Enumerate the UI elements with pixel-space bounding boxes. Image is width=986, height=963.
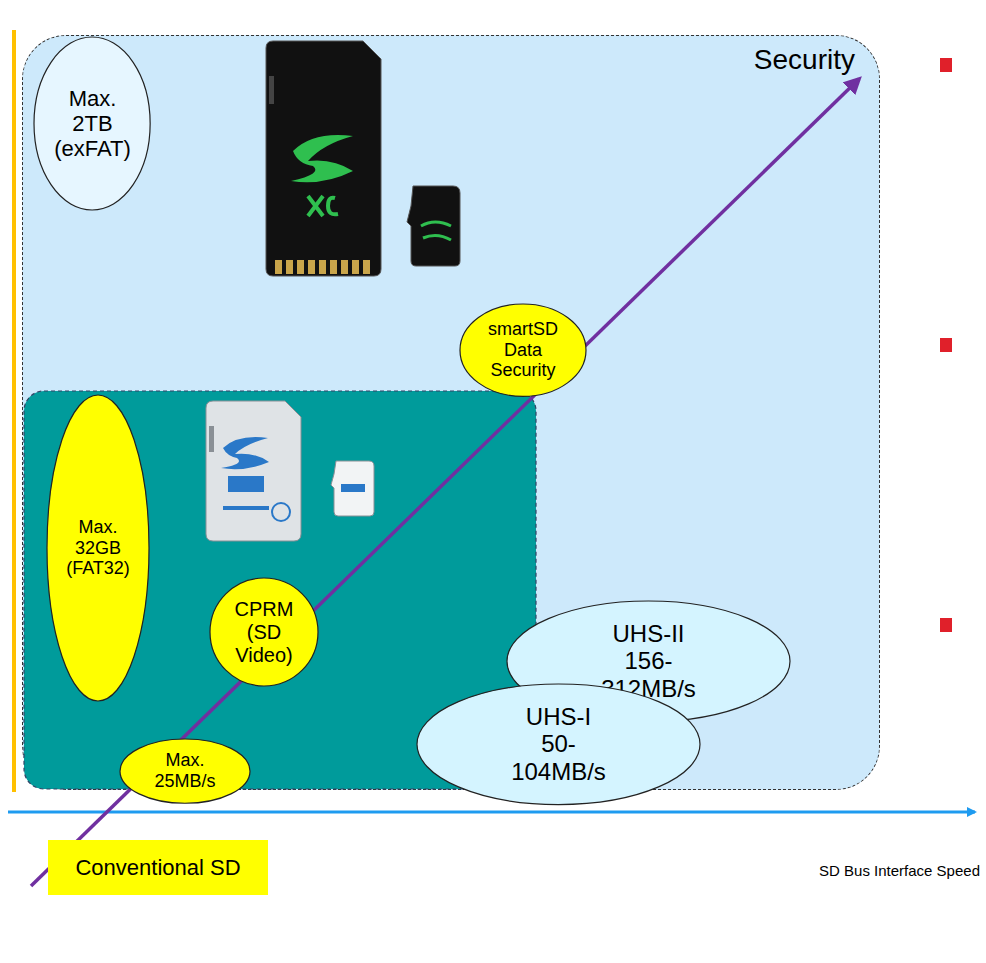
lock-switch (209, 426, 214, 452)
micro-logo (341, 484, 365, 492)
microsdhc-card (331, 461, 374, 516)
ellipse-shape (120, 739, 250, 803)
feature-ellipse: Max. 2TB (exFAT) (33, 36, 151, 211)
contact-pin (319, 260, 326, 274)
bullet (940, 618, 952, 632)
hc-logo (228, 476, 264, 492)
sdhc-card (206, 401, 301, 541)
lock-switch (269, 76, 274, 104)
feature-ellipse: Max. 32GB (FAT32) (46, 394, 150, 702)
feature-label: Max. 25MB/s (154, 750, 215, 791)
ellipse-shape (47, 395, 149, 701)
contact-pin (286, 260, 293, 274)
feature-label: CPRM (SD Video) (235, 598, 294, 667)
contact-pin (330, 260, 337, 274)
feature-label: Max. 2TB (exFAT) (54, 86, 131, 162)
feature-label: Max. 32GB (FAT32) (66, 517, 130, 579)
feature-ellipse: CPRM (SD Video) (209, 577, 319, 687)
bullet (940, 58, 952, 72)
speed-axis (8, 811, 975, 814)
feature-ellipse: smartSD Data Security (459, 303, 587, 397)
ellipse-shape (210, 578, 318, 686)
label-box: Conventional SD (48, 840, 268, 895)
contact-pin (275, 260, 282, 274)
security-region: SecurityMax. 2TB (exFAT) smartSD Data Sec… (22, 35, 880, 790)
feature-ellipse: UHS-I 50-104MB/s (416, 683, 701, 806)
feature-label: UHS-I 50-104MB/s (511, 703, 606, 786)
contact-pin (352, 260, 359, 274)
feature-ellipse: Max. 25MB/s (119, 738, 251, 804)
axis-label: SD Bus Interface Speed (819, 862, 980, 879)
vertical-axis (12, 30, 16, 792)
bullet (940, 338, 952, 352)
region-title: Security (754, 44, 855, 76)
contact-pin (308, 260, 315, 274)
contact-pin (363, 260, 370, 274)
ellipse-shape (34, 37, 150, 210)
xc-logo (308, 196, 338, 216)
sdxc-card (266, 41, 381, 276)
class-badge (272, 503, 290, 521)
feature-label: smartSD Data Security (488, 319, 558, 381)
contact-pin (297, 260, 304, 274)
ellipse-shape (460, 304, 586, 396)
sd-logo (221, 437, 269, 469)
microsdxc-card (407, 186, 460, 266)
ellipse-shape (417, 684, 700, 805)
security-arrow (31, 79, 859, 886)
class-bar (223, 506, 269, 510)
micro-logo (421, 222, 451, 240)
sd-logo (291, 135, 353, 182)
contact-pin (341, 260, 348, 274)
feature-label: Conventional SD (75, 855, 240, 880)
